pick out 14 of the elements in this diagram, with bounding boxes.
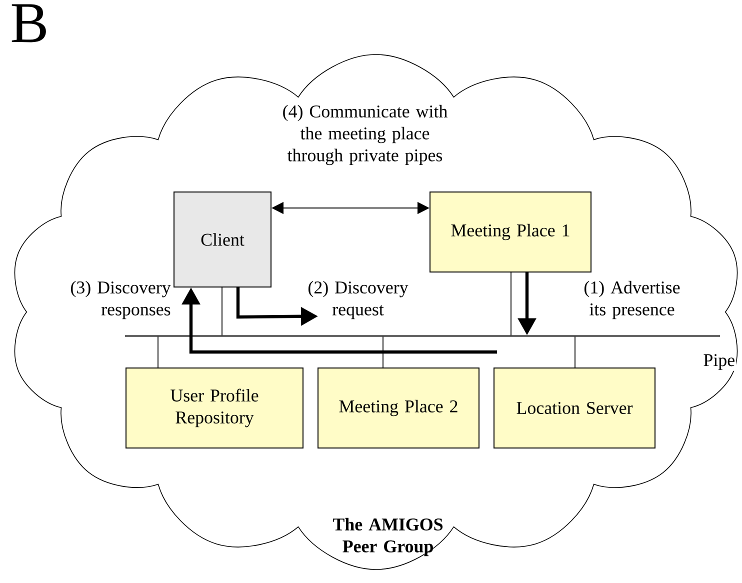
process-box: Meeting Place 2	[318, 368, 480, 448]
process-box: Location Server	[494, 368, 656, 448]
edge-label: (4) Communicate with the meeting place through private pipes	[283, 104, 448, 166]
edge-label: (2) Discovery request	[308, 280, 408, 320]
panel-letter: B	[12, 4, 46, 42]
connector-line	[382, 336, 384, 368]
pipe-label: Pipe	[702, 353, 736, 371]
process-box: User Profile Repository	[126, 368, 304, 448]
process-box: Meeting Place 1	[430, 192, 592, 272]
process-box: Client	[174, 192, 272, 288]
edge-label: (1) Advertise its presence	[584, 280, 680, 320]
connector-line	[510, 272, 512, 336]
edge-label: (3) Discovery responses	[71, 280, 171, 320]
connector-line	[574, 336, 576, 368]
